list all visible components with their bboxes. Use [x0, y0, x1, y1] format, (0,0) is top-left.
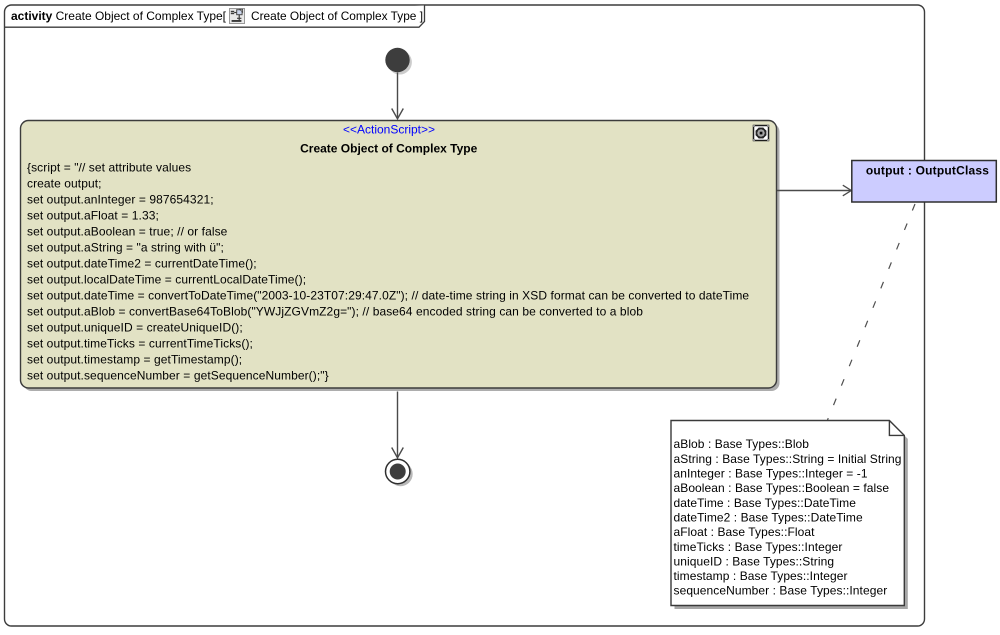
svg-text:set output.anInteger = 9876543: set output.anInteger = 987654321; — [27, 193, 214, 207]
svg-text:output : OutputClass: output : OutputClass — [866, 164, 989, 178]
svg-text:aFloat : Base Types::Float: aFloat : Base Types::Float — [674, 525, 816, 539]
svg-text:set output.timestamp = getTime: set output.timestamp = getTimestamp(); — [27, 353, 242, 367]
svg-text:create output;: create output; — [27, 177, 102, 191]
svg-text:set output.timeTicks = current: set output.timeTicks = currentTimeTicks(… — [27, 337, 253, 351]
svg-text:timestamp : Base Types::Intege: timestamp : Base Types::Integer — [674, 569, 848, 583]
svg-text:activity Create Object of Comp: activity Create Object of Complex Type[ — [11, 9, 227, 23]
svg-text:aBlob : Base Types::Blob: aBlob : Base Types::Blob — [674, 437, 810, 451]
svg-text:set output.dateTime = convertT: set output.dateTime = convertToDateTime(… — [27, 289, 749, 303]
svg-text:set output.aFloat = 1.33;: set output.aFloat = 1.33; — [27, 209, 159, 223]
svg-text:set output.uniqueID = createUn: set output.uniqueID = createUniqueID(); — [27, 321, 243, 335]
svg-text:aString : Base Types::String =: aString : Base Types::String = Initial S… — [674, 452, 902, 466]
svg-text:aBoolean : Base Types::Boolean: aBoolean : Base Types::Boolean = false — [674, 481, 890, 495]
svg-text:<<ActionScript>>: <<ActionScript>> — [343, 123, 435, 137]
svg-text:dateTime2 : Base Types::DateTi: dateTime2 : Base Types::DateTime — [674, 511, 863, 525]
svg-text:timeTicks : Base Types::Intege: timeTicks : Base Types::Integer — [674, 540, 843, 554]
svg-text:uniqueID : Base Types::String: uniqueID : Base Types::String — [674, 554, 835, 568]
svg-text:Create Object of Complex Type: Create Object of Complex Type ] — [251, 9, 423, 23]
svg-text:set output.sequenceNumber = ge: set output.sequenceNumber = getSequenceN… — [27, 369, 329, 383]
svg-text:set output.aString = "a string: set output.aString = "a string with ü"; — [27, 241, 224, 255]
svg-text:set output.dateTime2 = current: set output.dateTime2 = currentDateTime()… — [27, 257, 257, 271]
svg-text:dateTime : Base Types::DateTim: dateTime : Base Types::DateTime — [674, 496, 857, 510]
svg-text:{script = "// set attribute va: {script = "// set attribute values — [27, 161, 191, 175]
svg-text:set output.localDateTime = cur: set output.localDateTime = currentLocalD… — [27, 273, 306, 287]
svg-text:sequenceNumber : Base Types::I: sequenceNumber : Base Types::Integer — [674, 584, 888, 598]
svg-text:Create Object of Complex Type: Create Object of Complex Type — [300, 141, 477, 155]
svg-text:set output.aBlob = convertBase: set output.aBlob = convertBase64ToBlob("… — [27, 305, 643, 319]
svg-text:set output.aBoolean = true; //: set output.aBoolean = true; // or false — [27, 225, 228, 239]
svg-text:anInteger : Base Types::Intege: anInteger : Base Types::Integer = -1 — [674, 467, 868, 481]
